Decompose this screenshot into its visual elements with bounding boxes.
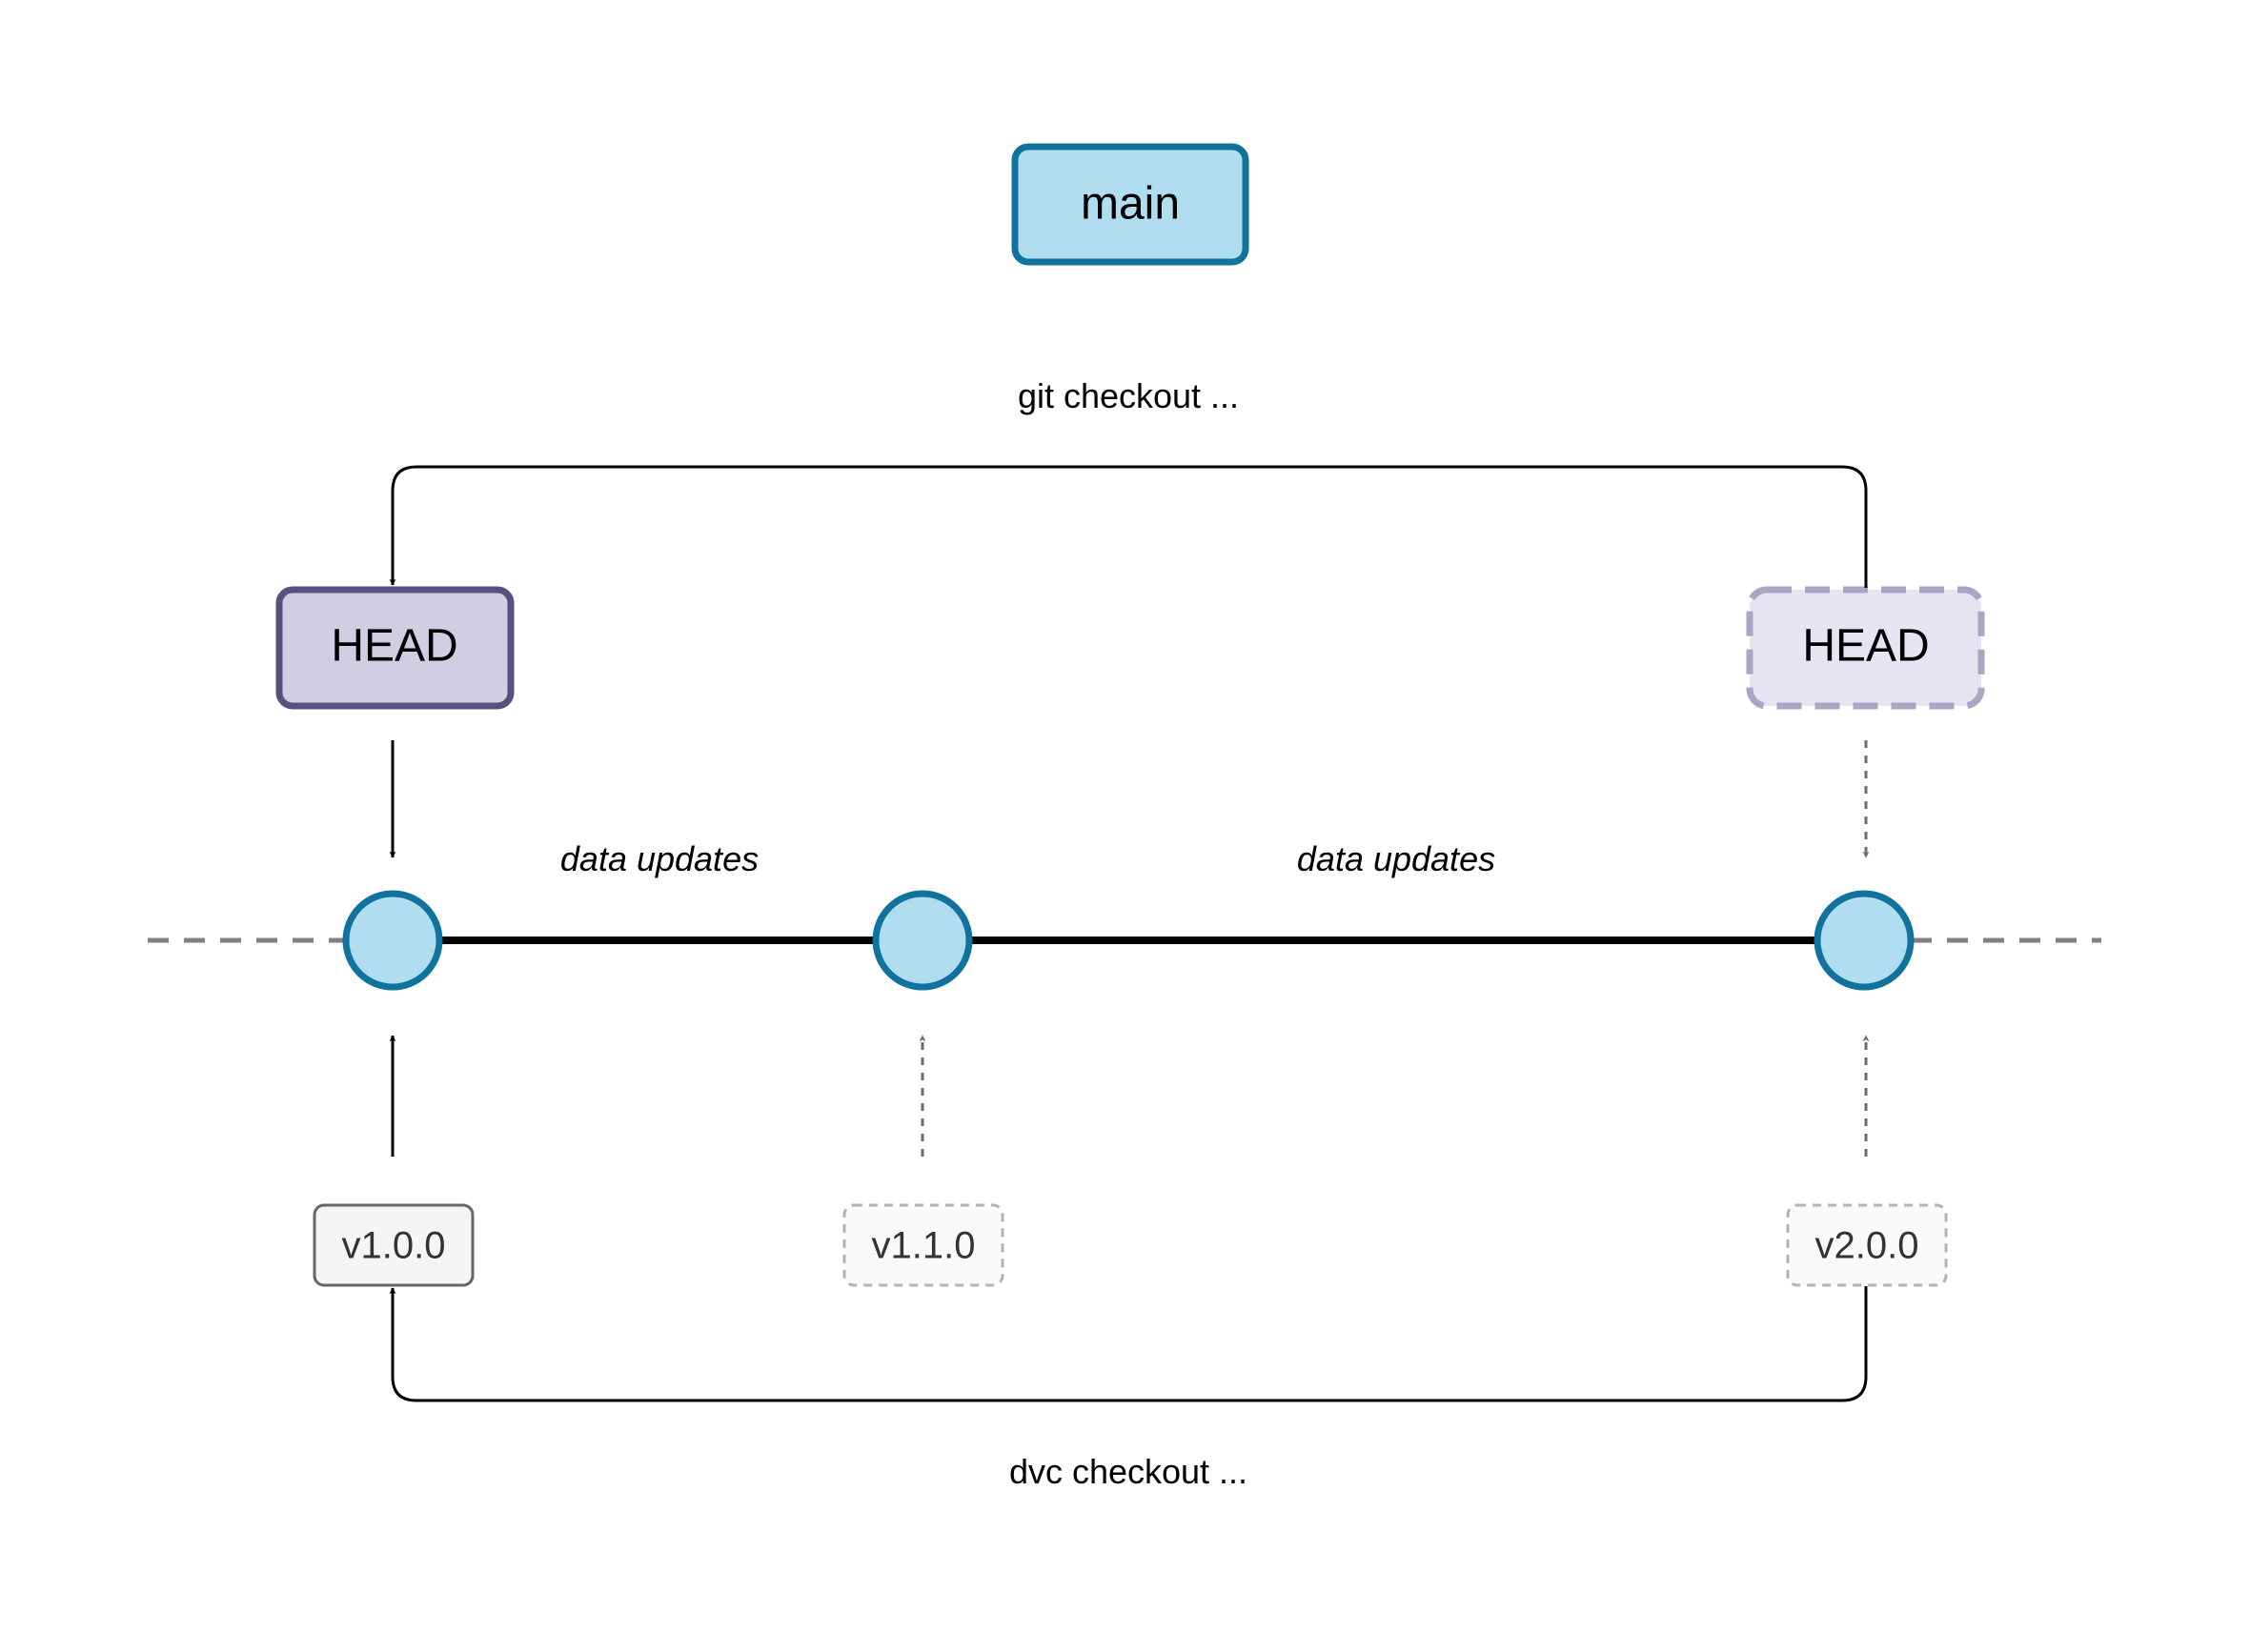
commit-node[interactable] — [342, 890, 443, 991]
git-checkout-edge — [389, 465, 1868, 588]
tag-box-v2-0-0[interactable] — [1786, 1203, 1948, 1287]
git-checkout-label: git checkout ... — [1017, 376, 1240, 415]
head-current-label: HEAD — [331, 620, 458, 672]
commit-node[interactable] — [872, 890, 973, 991]
tag-label-v1-0-0: v1.0.0 — [341, 1224, 446, 1267]
segment-label: data updates — [1296, 839, 1496, 878]
dvc-checkout-label: dvc checkout ... — [1008, 1452, 1248, 1491]
head-target-box[interactable] — [1746, 586, 1985, 710]
tag-box-v1-1-0[interactable] — [842, 1203, 1004, 1287]
tag-label-v1-1-0: v1.1.0 — [871, 1224, 976, 1267]
head-target-label: HEAD — [1802, 620, 1930, 672]
segment-label: data updates — [559, 839, 760, 878]
branch-main-box[interactable] — [1011, 143, 1249, 266]
tag-label-v2-0-0: v2.0.0 — [1814, 1224, 1919, 1267]
dvc-checkout-edge — [389, 1286, 1868, 1402]
head-current-box[interactable] — [275, 586, 515, 710]
commit-node[interactable] — [1814, 890, 1915, 991]
branch-main-label: main — [1080, 178, 1181, 230]
tag-box-v1-0-0[interactable] — [313, 1203, 475, 1287]
